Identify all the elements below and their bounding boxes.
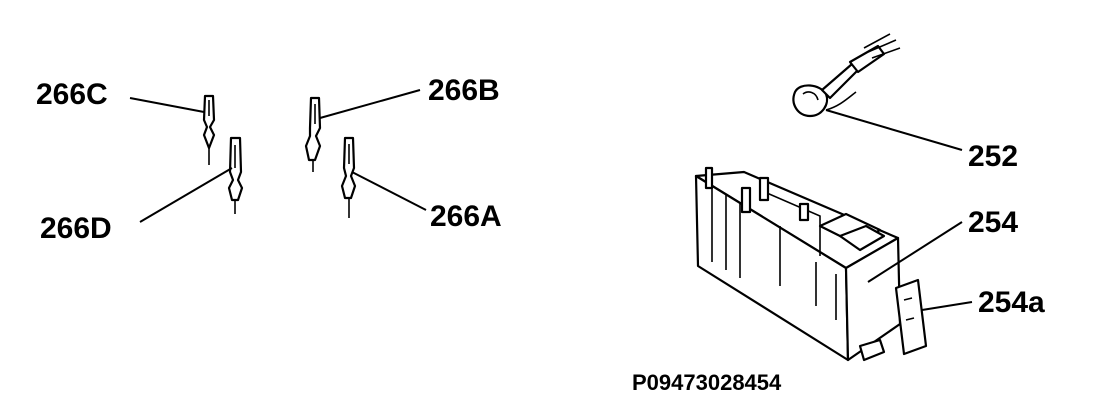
label-266a: 266A <box>430 200 502 233</box>
electrode-266b-icon <box>304 96 322 172</box>
electrode-266c-icon <box>202 94 216 165</box>
electrode-266d-icon <box>227 136 244 214</box>
leader-266b <box>319 89 421 119</box>
label-254a: 254a <box>978 286 1045 319</box>
leader-252 <box>825 109 963 151</box>
label-266b: 266B <box>428 74 500 107</box>
label-266c: 266C <box>36 78 108 111</box>
label-252: 252 <box>968 140 1018 173</box>
label-254: 254 <box>968 206 1018 239</box>
connector-cable-icon <box>792 33 901 118</box>
label-266d: 266D <box>40 212 112 245</box>
leader-266c <box>129 97 205 113</box>
spark-generator-icon <box>694 166 902 362</box>
part-number: P09473028454 <box>632 370 782 395</box>
electrode-266a-icon <box>340 136 357 218</box>
leader-266a <box>351 171 427 211</box>
leader-266d <box>139 167 233 223</box>
leader-254 <box>867 221 963 283</box>
mounting-bracket-icon <box>858 278 928 362</box>
leader-254a <box>921 301 973 311</box>
